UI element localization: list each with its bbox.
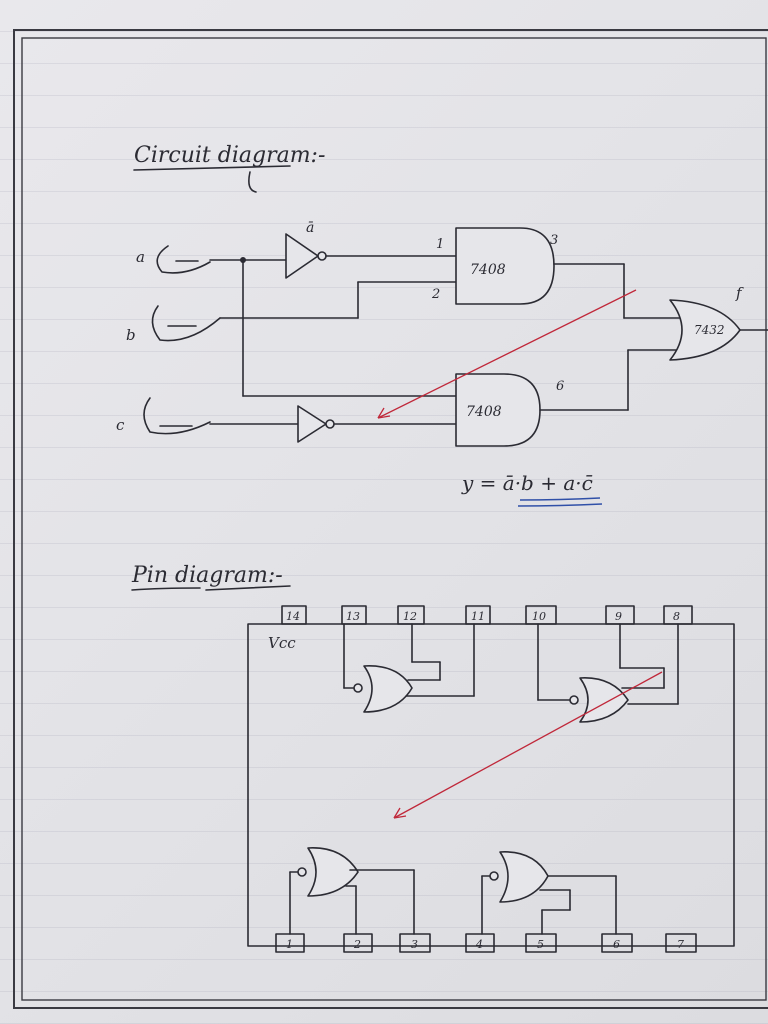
switch-a: [156, 245, 211, 274]
top-pin-8-label: 8: [673, 610, 680, 623]
red-annotation-line: [377, 289, 637, 419]
ic-gate-upper-right: [537, 623, 679, 723]
vcc-label: Vcc: [268, 634, 296, 652]
or-gate-label: 7432: [694, 323, 725, 337]
pin-heading: Pin diagram:-: [131, 563, 283, 588]
top-pin-10-label: 10: [532, 610, 546, 623]
or-gate: [669, 299, 741, 361]
top-pin-13: [341, 605, 367, 625]
not-gate-c: [297, 405, 327, 443]
bottom-pin-3: [399, 933, 431, 953]
bottom-pin-2-label: 2: [353, 938, 361, 951]
equation-underline-2: [517, 503, 603, 507]
top-pin-11: [465, 605, 491, 625]
bottom-pin-7-label: 7: [677, 938, 684, 951]
circuit-heading-underline: [133, 165, 291, 171]
circuit-heading-flourish: [248, 171, 257, 193]
page-inner-border: [21, 37, 767, 1001]
ic-gate-lower-left: [289, 847, 415, 935]
not-gate-c-bubble: [325, 419, 335, 429]
not-gate-a-bubble: [317, 251, 327, 261]
switch-c: [143, 397, 211, 435]
top-pin-14-label: 14: [286, 610, 300, 623]
bottom-pin-6: [601, 933, 633, 953]
bottom-pin-5-label: 5: [537, 938, 544, 951]
ic-gate-upper-left: [343, 623, 475, 713]
and-gate-2-label: 7408: [466, 404, 502, 420]
top-pin-9-label: 9: [615, 610, 622, 623]
bottom-pin-2: [343, 933, 373, 953]
red-annotation-line-2: [393, 671, 663, 819]
page-border: [13, 29, 768, 1009]
pin-heading-underline-1: [131, 587, 201, 591]
top-pin-14: [281, 605, 307, 625]
bottom-pin-6-label: 6: [613, 938, 620, 951]
input-c-label: c: [116, 416, 125, 434]
circuit-heading: Circuit diagram:-: [134, 143, 325, 168]
input-a-label: a: [136, 248, 145, 266]
top-pin-12: [397, 605, 425, 625]
pin-heading-underline-2: [205, 585, 291, 591]
ic-body: [247, 623, 735, 947]
pin-2-label: 2: [431, 287, 440, 302]
red-annotation-arrowhead: [377, 407, 391, 419]
top-pin-12-label: 12: [403, 610, 417, 623]
bottom-pin-5: [525, 933, 557, 953]
pin-3-label: 3: [550, 233, 558, 248]
input-b-label: b: [126, 326, 136, 344]
not-gate-a: [285, 233, 319, 279]
top-pin-13-label: 13: [346, 610, 360, 623]
equation-underline-1: [519, 497, 601, 501]
and-gate-1-label: 7408: [470, 262, 506, 278]
and-gate-1: [455, 227, 555, 305]
top-pin-row: 14 13 12 11 10 9 8: [281, 605, 693, 625]
bottom-pin-row: 1 2 3 4 5 6 7: [275, 933, 697, 953]
bottom-pin-3-label: 3: [411, 938, 418, 951]
switch-b: [151, 305, 221, 342]
bottom-pin-1-label: 1: [286, 938, 293, 951]
output-f-label: f: [735, 284, 744, 302]
pin-6-label: 6: [556, 379, 564, 394]
bottom-pin-4: [465, 933, 495, 953]
boolean-equation: y = ā·b + a·c̄: [461, 471, 593, 495]
ic-gate-lower-right: [481, 851, 617, 935]
top-pin-10: [525, 605, 557, 625]
bottom-pin-7: [665, 933, 697, 953]
red-annotation-arrowhead-2: [393, 807, 407, 819]
not-gate-a-label: ā: [306, 220, 314, 236]
bottom-pin-4-label: 4: [475, 938, 483, 951]
pin-1-label: 1: [436, 237, 444, 252]
top-pin-11-label: 11: [471, 610, 485, 623]
